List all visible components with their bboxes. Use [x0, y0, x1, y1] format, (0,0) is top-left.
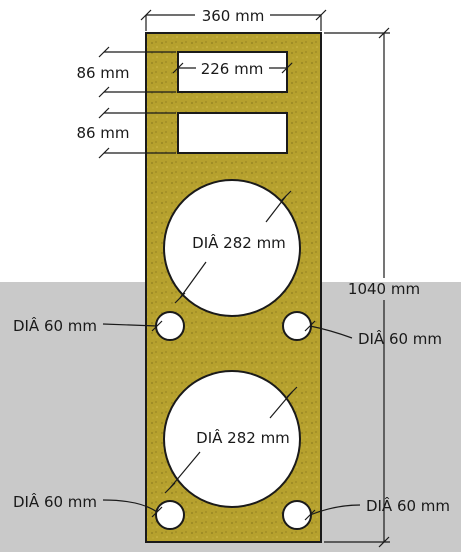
dimension-lines: [98, 9, 390, 548]
width-label: 360 mm: [202, 7, 265, 25]
woofer-hole-bottom: [163, 370, 301, 508]
small-hole-lower-left: [155, 500, 185, 530]
opening2-height-label: 86 mm: [76, 124, 129, 142]
top-opening: [177, 51, 288, 93]
opening1-height-label: 86 mm: [76, 64, 129, 82]
woofer-bottom-diameter-label: DIÂ 282 mm: [196, 428, 290, 447]
top-opening-width-label: 226 mm: [201, 60, 264, 78]
small-hole-upper-right: [282, 311, 312, 341]
small-hole-upper-left: [155, 311, 185, 341]
hole-lower-right-label: DIÂ 60 mm: [366, 496, 450, 515]
woofer-top-diameter-label: DIÂ 282 mm: [192, 233, 286, 252]
small-hole-lower-right: [282, 500, 312, 530]
hole-lower-left-label: DIÂ 60 mm: [13, 492, 97, 511]
woofer-hole-top: [163, 179, 301, 317]
hole-upper-right-label: DIÂ 60 mm: [358, 329, 442, 348]
second-opening: [177, 112, 288, 154]
height-label: 1040 mm: [348, 280, 420, 298]
hole-upper-left-label: DIÂ 60 mm: [13, 316, 97, 335]
